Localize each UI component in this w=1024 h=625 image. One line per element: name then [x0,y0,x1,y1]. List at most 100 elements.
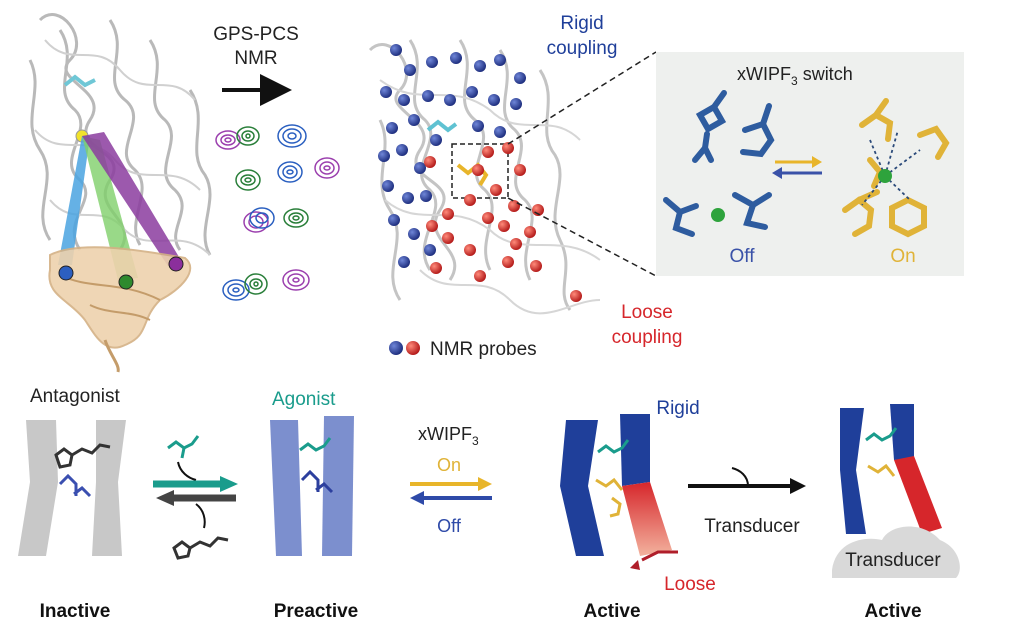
rigid-label: Rigid [656,398,699,419]
probe-blue [494,126,506,138]
pcs-beam-purple [82,132,182,266]
probe-blue [378,150,390,162]
agonist-on-arrow-icon [220,476,238,492]
probe-blue [408,228,420,240]
probe-red [524,226,536,238]
probe-blue [424,244,436,256]
probe-blue [398,256,410,268]
probe-blue [388,214,400,226]
probe-blue [386,122,398,134]
agonist-off-arrow-icon [156,490,174,506]
state-active-2: Active [864,601,921,622]
agonist-ligand-icon [167,435,200,459]
switch-title: xWIPF3 switch [737,64,853,88]
zoom-line-bottom [507,197,657,277]
state-inactive: Inactive [40,601,111,622]
transducer-label: Transducer [845,550,941,571]
probe-red [502,256,514,268]
rigid-coupling-label-1: Rigid [560,13,603,34]
probe-blue [398,94,410,106]
probe-blue [422,90,434,102]
method-label-2: NMR [234,48,277,69]
probe-red [426,220,438,232]
probe-blue [420,190,432,202]
zoom-line-top [507,51,657,145]
off-ion-icon [711,208,725,222]
preactive-receptor [270,416,354,556]
probe-blue [494,54,506,66]
probe-blue [404,64,416,76]
transducer-blob [832,526,960,578]
pcs-beam-green [82,136,138,280]
probe-red [430,262,442,274]
rigid-coupling-label-2: coupling [547,38,618,59]
probe-red [508,200,520,212]
probe-blue [450,52,462,64]
active-receptor-transducer [832,404,960,578]
probes-label: NMR probes [430,339,537,360]
probe-blue [466,86,478,98]
probe-red [570,290,582,302]
probe-blue [430,134,442,146]
probe-legend-red-icon [406,341,420,355]
receptor-structure-inactive [28,13,212,373]
probe-red [442,208,454,220]
gprotein-ribbon [48,246,192,373]
probe-blue [408,114,420,126]
spin-label-purple [168,256,184,272]
antagonist-ligand-icon [54,443,111,469]
probe-blue [488,94,500,106]
off-label: Off [730,246,756,267]
loose-coupling-label-2: coupling [612,327,683,348]
spin-label-blue [58,265,74,281]
probe-red [530,260,542,272]
probe-red [510,238,522,250]
probe-red [474,270,486,282]
probe-red [464,244,476,256]
state-active-1: Active [583,601,640,622]
zoom-box [451,143,509,199]
released-antagonist-icon [172,536,229,560]
pcs-beam-blue [58,136,90,265]
probe-red [442,232,454,244]
on-ion-icon [878,169,892,183]
probe-blue [474,60,486,72]
probe-blue [514,72,526,84]
probe-red [490,184,502,196]
nmr-probe-spheres [378,44,582,302]
xwipf-on-label: On [437,455,461,475]
probe-blue [390,44,402,56]
probe-blue [510,98,522,110]
probe-red [498,220,510,232]
state-preactive: Preactive [274,601,359,622]
switch-panel: xWIPF3 switch Off On [656,52,964,276]
probe-blue [402,192,414,204]
inactive-receptor [18,420,126,556]
probe-red [502,142,514,154]
probe-blue [426,56,438,68]
microswitch-residues [58,473,92,498]
probe-blue [396,144,408,156]
method-label-1: GPS-PCS [213,24,299,45]
probe-red [514,164,526,176]
agonist-binding-equilibrium [153,435,238,560]
probe-red [464,194,476,206]
probe-red [482,212,494,224]
probe-blue [382,180,394,192]
on-label: On [890,246,915,267]
probe-legend-blue-icon [389,341,403,355]
probe-blue [472,120,484,132]
antagonist-label: Antagonist [30,386,121,407]
probe-blue [414,162,426,174]
transducer-arrow-label: Transducer [704,516,800,537]
agonist-label: Agonist [272,389,336,410]
probe-red [472,164,484,176]
off-residues [663,90,775,237]
xwipf-label: xWIPF3 [418,424,479,448]
receptor-probe-structure [368,39,601,315]
switch-panel-bg [656,52,964,276]
spin-label-green [118,274,134,290]
loose-coupling-label-1: Loose [621,302,673,323]
